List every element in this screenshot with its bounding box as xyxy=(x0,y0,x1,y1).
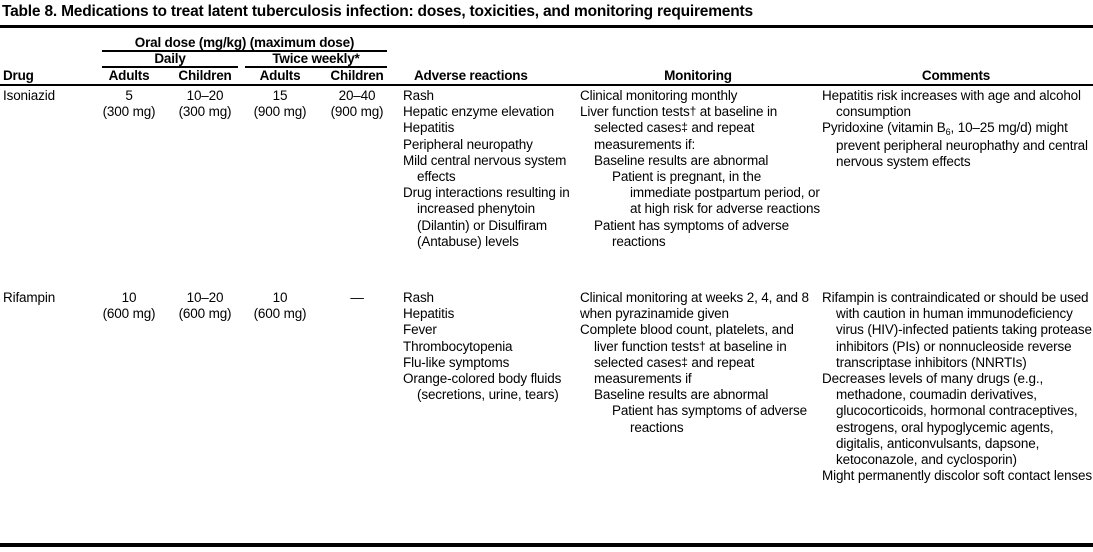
list-item: Peripheral neuropathy xyxy=(403,136,533,152)
cell-comments: Rifampin is contraindicated or should be… xyxy=(822,290,1092,484)
cell-daily-adults: 5 (300 mg) xyxy=(102,88,156,120)
cell-daily-children: 10–20 (600 mg) xyxy=(178,290,232,322)
list-item: Hepatitis xyxy=(403,306,455,322)
column-header-daily-children: Children xyxy=(178,68,232,83)
list-item: Thrombocytopenia xyxy=(403,338,513,354)
table-row: Rifampin xyxy=(3,290,56,305)
cell-twice-adults: 10 (600 mg) xyxy=(253,290,307,322)
list-item: Orange-colored body fluids (secretions, … xyxy=(403,371,565,403)
twice-weekly-group-rule xyxy=(245,66,387,68)
header-bottom-rule xyxy=(0,84,1093,86)
list-item: Hepatitis risk increases with age and al… xyxy=(822,88,1085,120)
list-item: Rash xyxy=(403,88,434,103)
cell-twice-children: 20–40 (900 mg) xyxy=(330,88,384,120)
table-bottom-rule xyxy=(0,543,1093,547)
cell-monitoring: Clinical monitoring at weeks 2, 4, and 8… xyxy=(580,290,820,436)
column-header-comments: Comments xyxy=(921,68,991,83)
table-row: Isoniazid xyxy=(3,88,55,103)
oral-dose-group-rule xyxy=(102,50,387,52)
list-item: Patient has symptoms of adverse reaction… xyxy=(594,217,793,249)
list-item: Pyridoxine (vitamin B6, 10–25 mg/d) migh… xyxy=(822,120,1092,169)
list-item: Fever xyxy=(403,322,437,338)
list-item: Decreases levels of many drugs (e.g., me… xyxy=(822,371,1082,468)
list-item: Might permanently discolor soft contact … xyxy=(822,468,1092,484)
list-item: Baseline results are abnormal xyxy=(594,387,769,403)
column-group-header-oral-dose: Oral dose (mg/kg) (maximum dose) xyxy=(134,35,355,50)
cell-daily-adults: 10 (600 mg) xyxy=(102,290,156,322)
cell-twice-adults: 15 (900 mg) xyxy=(253,88,307,120)
list-item: Clinical monitoring at weeks 2, 4, and 8… xyxy=(580,290,813,322)
list-item: Complete blood count, platelets, and liv… xyxy=(580,322,798,387)
list-item: Clinical monitoring monthly xyxy=(580,88,738,103)
list-item: Mild central nervous system effects xyxy=(403,152,570,185)
list-item: Patient is pregnant, in the immediate po… xyxy=(612,169,824,217)
table-top-rule xyxy=(0,25,1093,28)
list-item: Liver function tests† at baseline in sel… xyxy=(580,104,781,152)
column-header-adverse-reactions: Adverse reactions xyxy=(414,68,528,83)
list-item: Flu-like symptoms xyxy=(403,354,510,370)
page-title: Table 8. Medications to treat latent tub… xyxy=(2,3,753,20)
cell-comments: Hepatitis risk increases with age and al… xyxy=(822,88,1092,170)
column-header-daily-adults: Adults xyxy=(108,68,150,83)
cell-daily-children: 10–20 (300 mg) xyxy=(178,88,232,120)
column-header-monitoring: Monitoring xyxy=(664,68,732,83)
list-item: Rash xyxy=(403,290,434,305)
column-header-twice-children: Children xyxy=(330,68,384,83)
list-item: Drug interactions resulting in increased… xyxy=(403,185,574,249)
column-group-header-daily: Daily xyxy=(154,51,186,66)
list-item: Hepatitis xyxy=(403,120,455,136)
column-header-twice-adults: Adults xyxy=(259,68,301,83)
daily-group-rule xyxy=(102,66,238,68)
column-header-drug: Drug xyxy=(3,68,34,83)
column-group-header-twice-weekly: Twice weekly* xyxy=(272,51,360,66)
list-item: Hepatic enzyme elevation xyxy=(403,104,554,120)
list-item: Rifampin is contraindicated or should be… xyxy=(822,290,1092,370)
list-item: Patient has symptoms of adverse reaction… xyxy=(612,403,811,435)
list-item: Baseline results are abnormal xyxy=(594,152,769,168)
cell-twice-children: — xyxy=(350,290,364,305)
